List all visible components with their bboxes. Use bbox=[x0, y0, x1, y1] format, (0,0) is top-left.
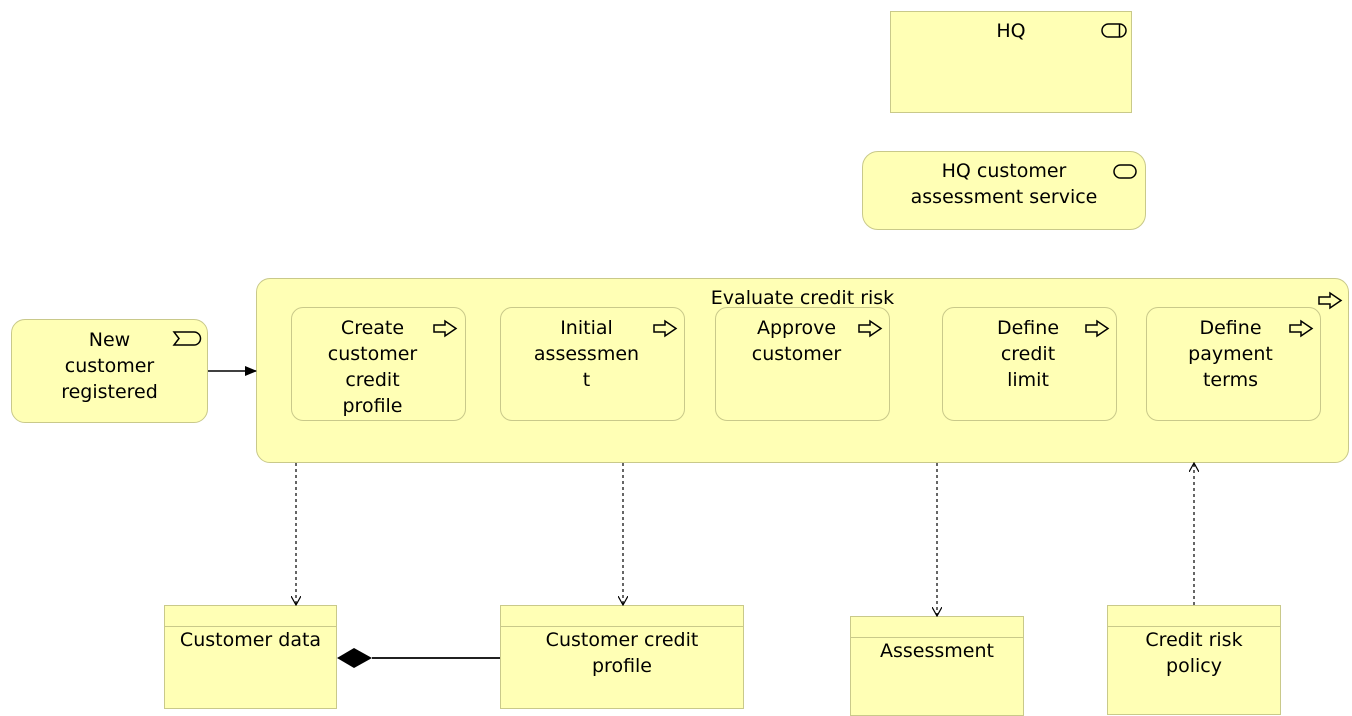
hq-label: HQ bbox=[996, 20, 1026, 42]
hq-service-label: HQ customer assessment service bbox=[910, 160, 1098, 208]
step-define-payment-terms[interactable]: Define payment terms bbox=[1146, 307, 1321, 421]
step-label: Create customer credit profile bbox=[327, 317, 418, 417]
step-define-credit-limit[interactable]: Define credit limit bbox=[942, 307, 1117, 421]
evaluate-credit-risk-node[interactable]: Evaluate credit risk Create customer cre… bbox=[256, 278, 1349, 463]
business-service-icon bbox=[1113, 164, 1137, 179]
hq-service-node[interactable]: HQ customer assessment service bbox=[862, 151, 1146, 230]
step-label: Define payment terms bbox=[1188, 317, 1273, 391]
object-label: Customer credit profile bbox=[545, 629, 699, 677]
object-header-band bbox=[1108, 606, 1280, 627]
object-label: Assessment bbox=[880, 640, 994, 662]
step-label: Define credit limit bbox=[996, 317, 1060, 391]
object-assessment[interactable]: Assessment bbox=[850, 616, 1024, 716]
business-process-icon bbox=[858, 319, 883, 338]
business-event-icon bbox=[172, 331, 202, 346]
step-approve-customer[interactable]: Approve customer bbox=[715, 307, 890, 421]
business-process-icon bbox=[1289, 319, 1314, 338]
object-customer-data[interactable]: Customer data bbox=[164, 605, 337, 709]
business-process-icon bbox=[653, 319, 678, 338]
object-header-band bbox=[851, 617, 1023, 638]
business-process-icon bbox=[1085, 319, 1110, 338]
step-label: Approve customer bbox=[751, 317, 842, 365]
business-process-icon bbox=[433, 319, 458, 338]
composition-diamond bbox=[337, 648, 372, 668]
business-actor-icon bbox=[1101, 23, 1127, 38]
object-header-band bbox=[165, 606, 336, 627]
new-customer-event-node[interactable]: New customer registered bbox=[11, 319, 208, 423]
object-label: Customer data bbox=[179, 629, 322, 651]
step-create-customer-credit-profile[interactable]: Create customer credit profile bbox=[291, 307, 466, 421]
object-label: Credit risk policy bbox=[1145, 629, 1243, 677]
evaluate-credit-risk-label: Evaluate credit risk bbox=[710, 287, 895, 309]
step-label: Initial assessmen t bbox=[533, 317, 640, 391]
object-header-band bbox=[501, 606, 743, 627]
new-customer-label: New customer registered bbox=[61, 329, 158, 403]
business-process-icon bbox=[1318, 291, 1343, 310]
step-initial-assessment[interactable]: Initial assessmen t bbox=[500, 307, 685, 421]
hq-actor-node[interactable]: HQ bbox=[890, 11, 1132, 113]
